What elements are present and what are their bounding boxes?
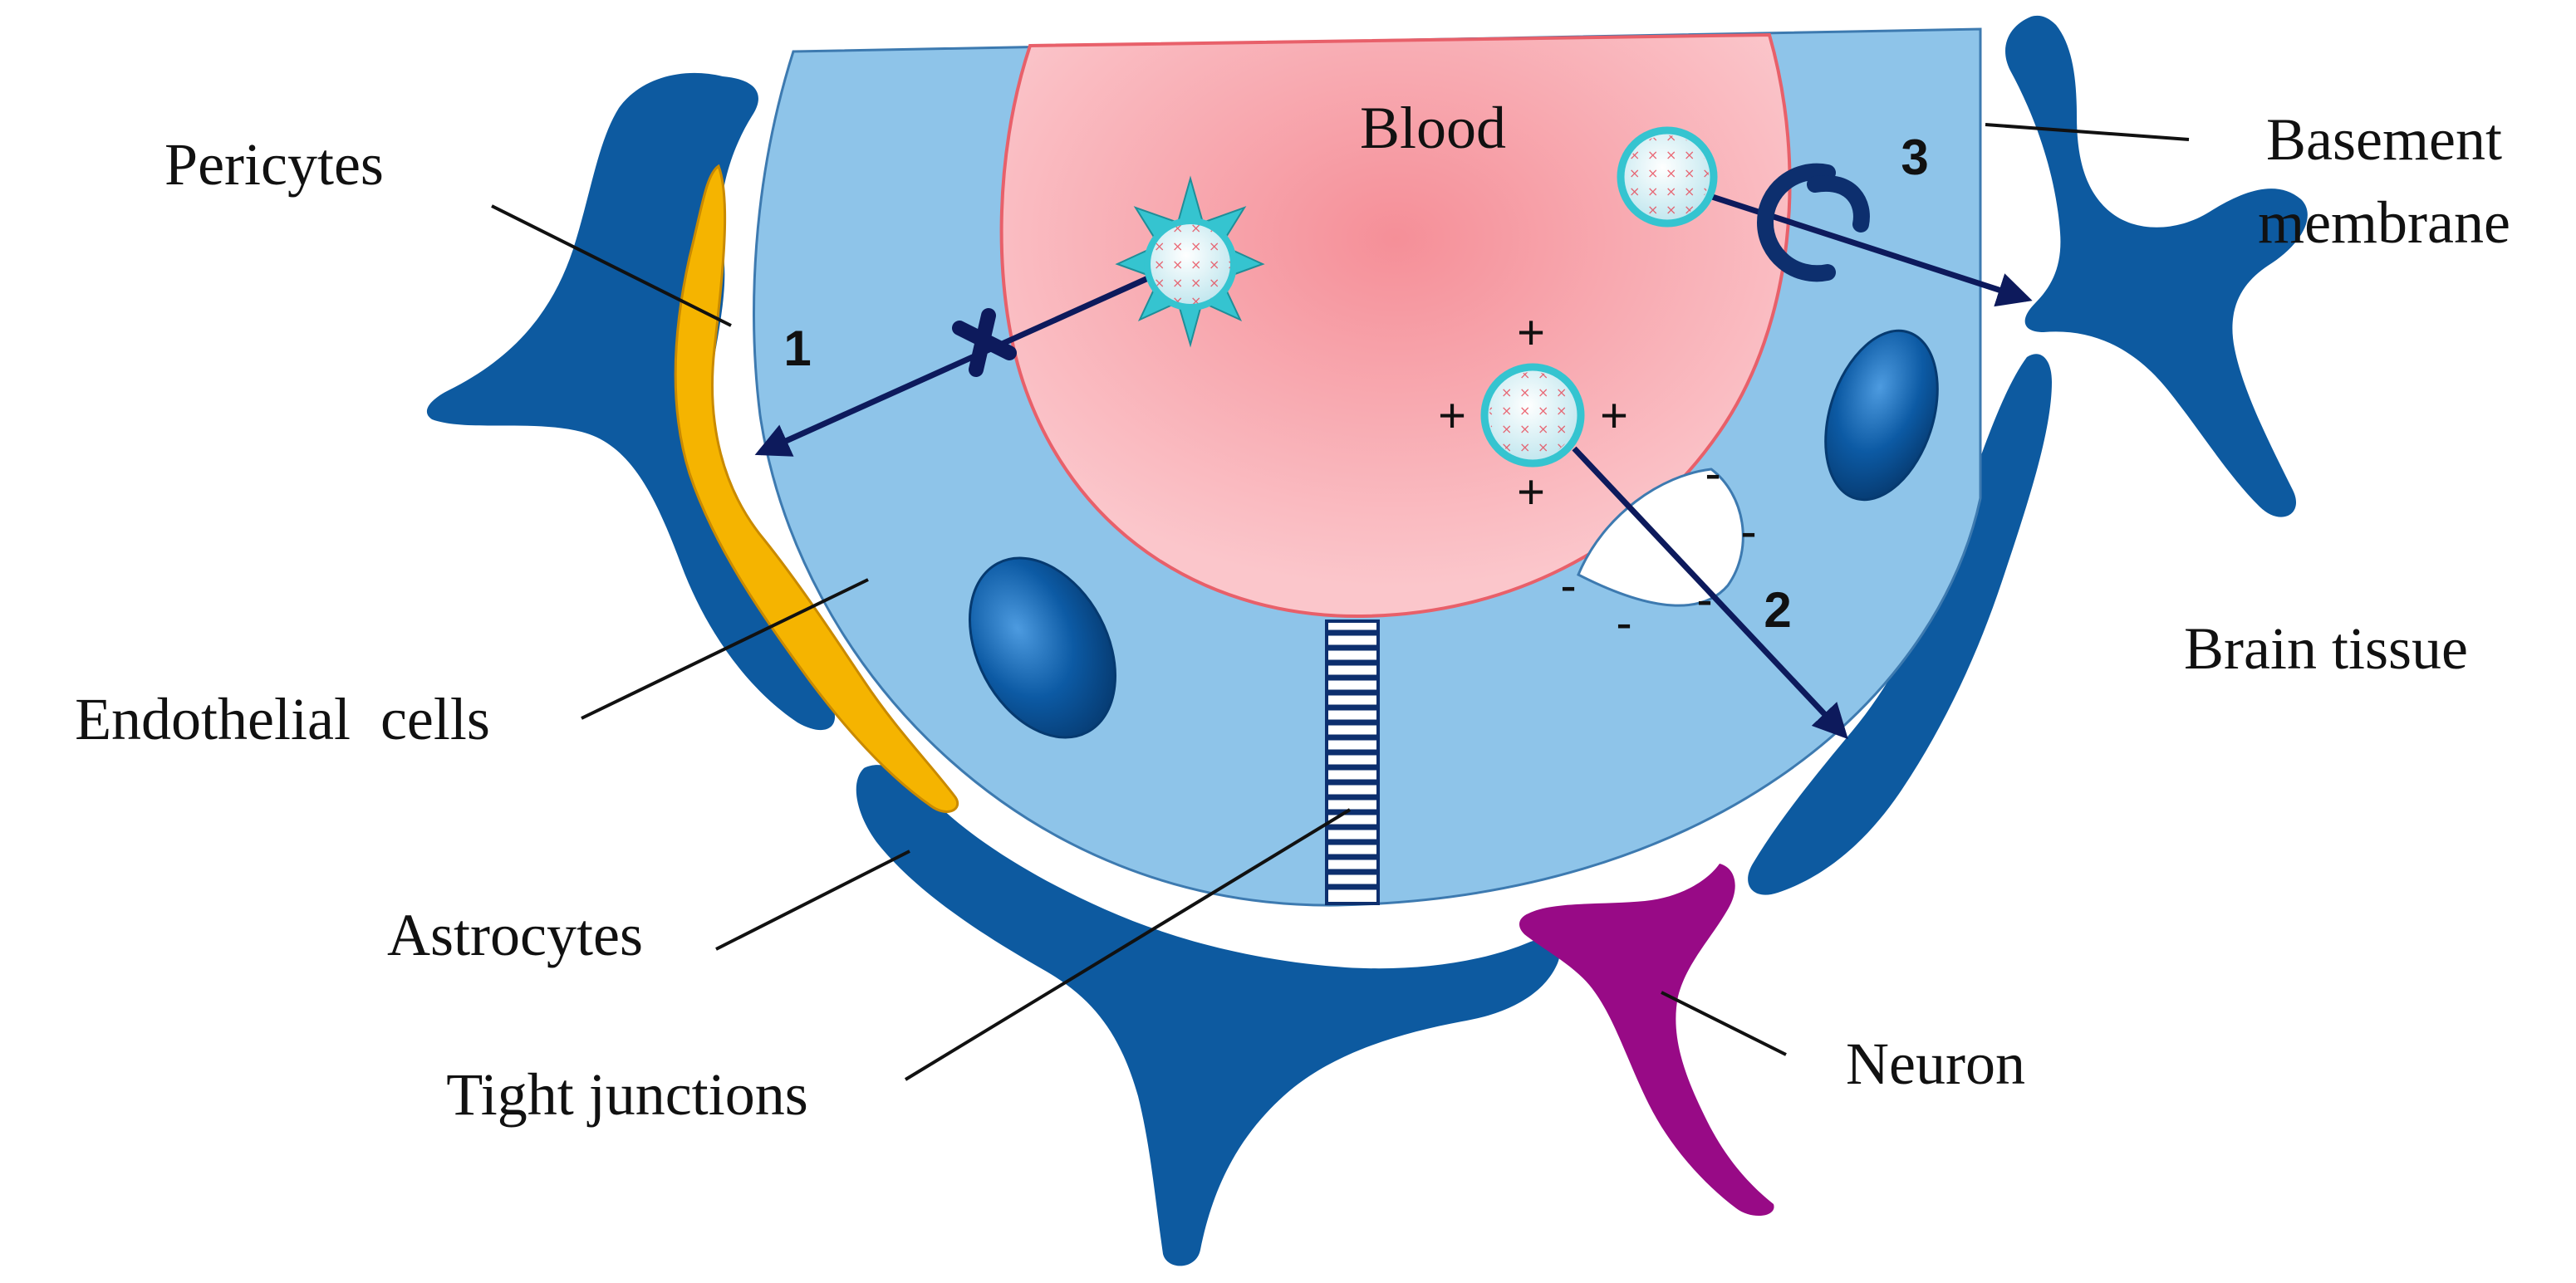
label-astrocytes: Astrocytes — [387, 902, 643, 968]
leader-endothelial — [581, 578, 869, 720]
label-blood: Blood — [1360, 95, 1506, 161]
transcytosis-icon-back — [1807, 174, 1870, 233]
route-2-label: 2 — [1764, 582, 1791, 638]
leader-astrocytes — [715, 850, 910, 951]
receptor-icon — [952, 308, 1017, 377]
label-endothelial-cells: Endothelial cells — [75, 686, 490, 752]
charge-minus-2: - — [1740, 505, 1756, 559]
charge-minus-1: - — [1705, 447, 1720, 501]
endothelial-nucleus-left — [968, 556, 1117, 739]
charge-minus-4: - — [1616, 596, 1631, 650]
nanoparticle-transcytosis — [1617, 126, 1718, 228]
route-2-arrow — [1572, 446, 1848, 740]
leader-pericytes — [491, 204, 732, 327]
route-3-label: 3 — [1901, 130, 1928, 185]
transcytosis-icon — [1756, 163, 1836, 282]
label-neuron: Neuron — [1846, 1031, 2025, 1097]
charge-plus-top: + — [1517, 306, 1545, 360]
tight-junction — [1325, 619, 1380, 905]
leader-basement — [1985, 123, 2190, 141]
route-1-label: 1 — [783, 321, 811, 376]
leader-tight-junctions — [904, 808, 1352, 1081]
label-tight-junctions: Tight junctions — [446, 1061, 807, 1128]
charge-signs: + + + + - - - - - — [1438, 306, 1757, 650]
charge-plus-left: + — [1438, 389, 1466, 443]
charge-plus-right: + — [1600, 389, 1628, 443]
label-brain-tissue: Brain tissue — [2184, 615, 2468, 682]
astrocyte-bottom — [856, 765, 1560, 1266]
endothelial-nucleus-right — [1824, 329, 1939, 502]
leader-lines — [491, 123, 2190, 1081]
route-1-arrow — [754, 275, 1150, 457]
charge-plus-bottom: + — [1517, 465, 1545, 519]
nanoparticle-cationic — [1480, 363, 1585, 468]
leader-neuron — [1661, 991, 1787, 1056]
pericyte — [674, 164, 959, 813]
label-pericytes: Pericytes — [164, 131, 384, 198]
label-basement-line2: membrane — [2258, 189, 2510, 256]
label-basement-line1: Basement — [2266, 106, 2502, 173]
route-arrows — [754, 163, 2033, 740]
charge-minus-3: - — [1560, 559, 1576, 613]
charge-minus-5: - — [1696, 573, 1712, 627]
neuron — [1519, 864, 1774, 1217]
nanoparticle-ligand — [1115, 175, 1265, 348]
astrocyte-right — [1748, 15, 2308, 895]
